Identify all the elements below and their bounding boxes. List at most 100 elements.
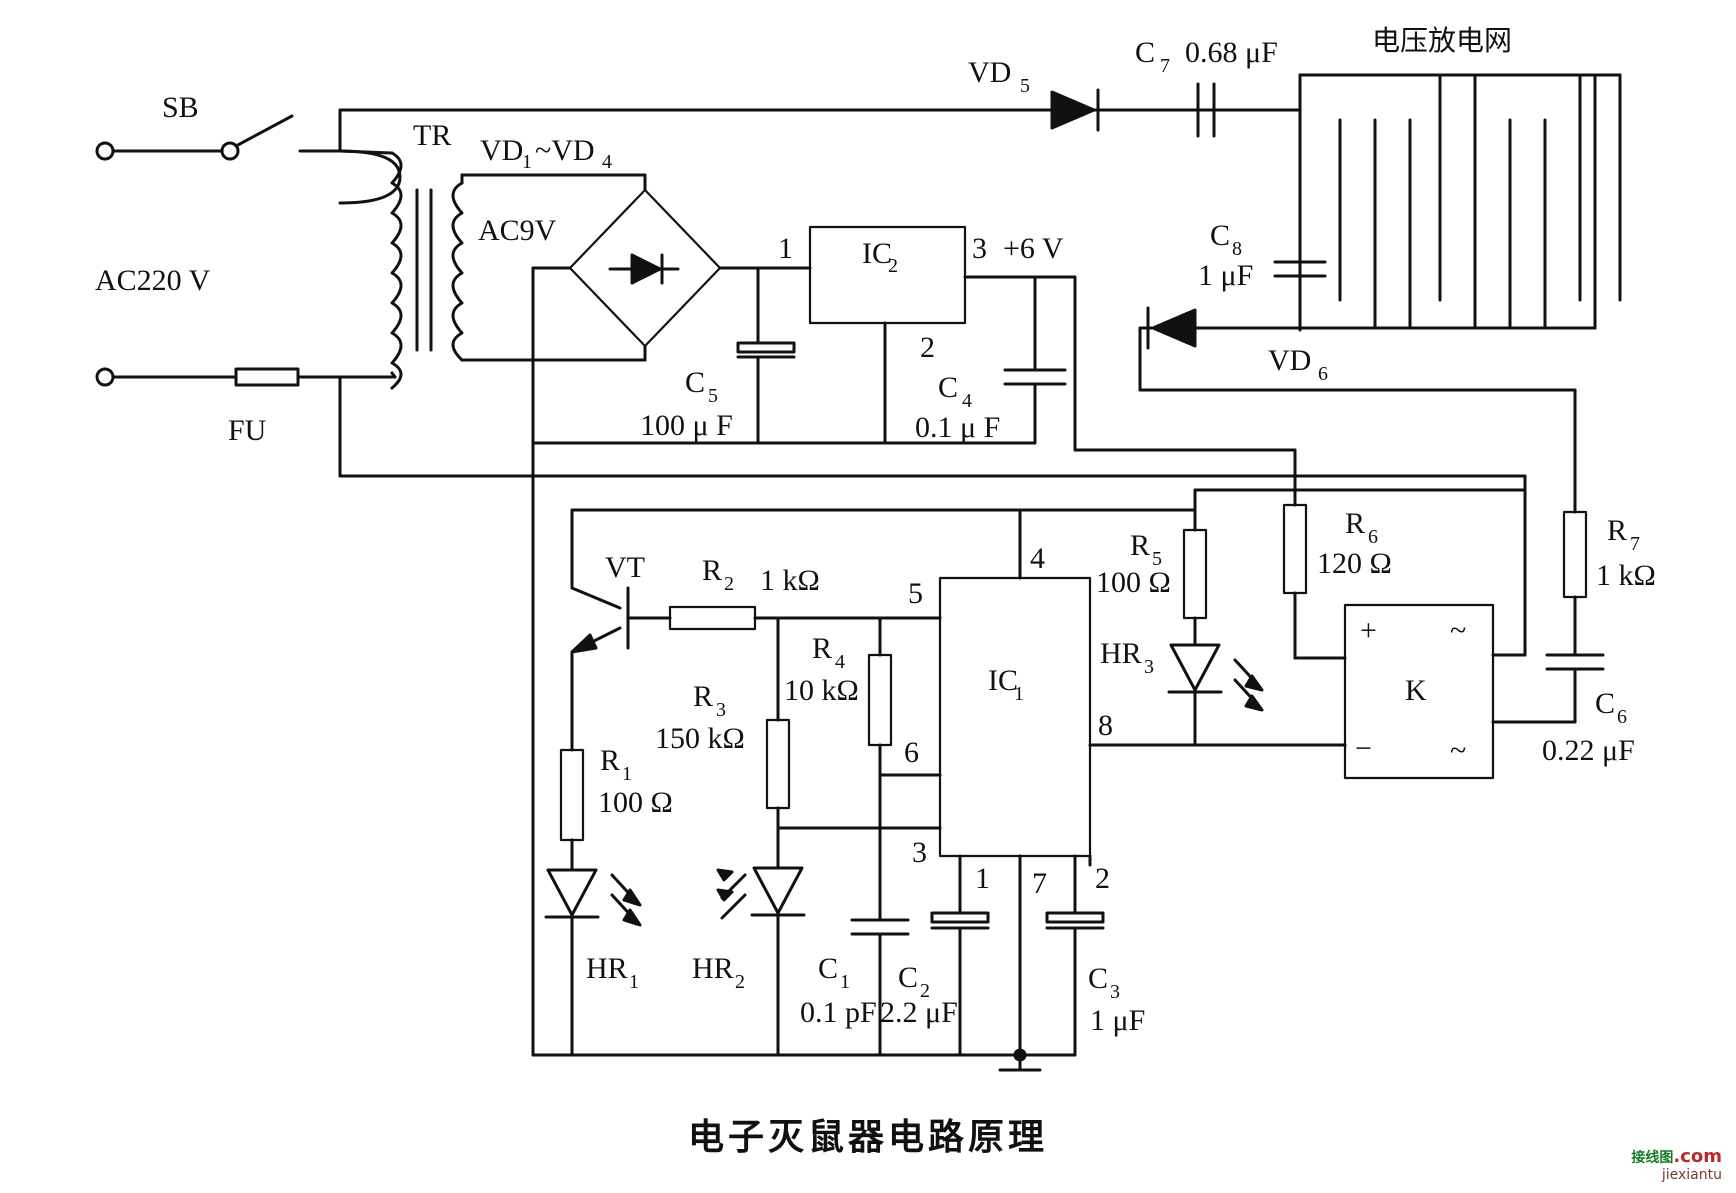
label-k-minus: − [1355,732,1372,765]
label-c6-sub: 6 [1617,706,1627,728]
transistor-vt [544,508,1197,1057]
label-k-plus: + [1360,614,1377,647]
resistor-r4-c1 [850,616,942,1057]
label-r4-val: 10 kΩ [784,674,859,707]
label-vd5: VD [968,56,1011,89]
label-c3-sub: 3 [1110,981,1120,1003]
label-r6-sub: 6 [1368,526,1378,548]
label-c8-val: 1 μF [1198,259,1253,292]
label-r7-val: 1 kΩ [1596,559,1656,592]
ground-bus [531,1048,1077,1072]
switch-pivot [220,141,240,161]
label-c3: C [1088,962,1108,995]
label-hr1-sub: 1 [629,971,639,993]
label-ic1-pin7: 7 [1032,867,1047,900]
watermark: 接线图.com jiexiantu [1631,1146,1722,1183]
label-c4-sub: 4 [962,390,972,412]
label-hr2: HR [692,952,734,985]
label-c5-val: 100 μ F [640,409,733,442]
label-ac220: AC220 V [95,264,211,297]
label-plus6v: +6 V [1003,232,1064,265]
label-ic2-pin1: 1 [778,232,793,265]
label-k: K [1405,674,1427,707]
regulator-ic2 [531,225,1297,452]
label-vd5-sub: 5 [1020,75,1030,97]
label-r4: R [812,632,832,665]
label-hr3-sub: 3 [1144,656,1154,678]
label-vd6: VD [1268,344,1311,377]
label-r4-sub: 4 [835,651,845,673]
label-r2-val: 1 kΩ [760,564,820,597]
watermark-brand: 接线图 [1631,1150,1674,1166]
label-network: 电压放电网 [1372,24,1512,57]
label-c1: C [818,952,838,985]
label-r5: R [1130,529,1150,562]
hv-output [1050,73,1622,392]
label-c6-val: 0.22 μF [1542,734,1635,767]
label-c4-val: 0.1 μ F [915,411,1000,444]
label-r6: R [1345,507,1365,540]
label-c5: C [685,366,705,399]
label-sb: SB [162,91,199,124]
label-vd6-sub: 6 [1318,363,1328,385]
label-r2-sub: 2 [724,573,734,595]
label-r1: R [600,744,620,777]
label-r1-sub: 1 [622,763,632,785]
fuse-fu [234,367,300,387]
watermark-com: .com [1673,1146,1722,1167]
label-r5-val: 100 Ω [1096,566,1171,599]
label-c4: C [938,371,958,404]
label-ic1-pin6: 6 [904,736,919,769]
label-vd1-sub: 1 [522,151,532,173]
resistor-r7-c6 [1545,388,1605,724]
label-hr1: HR [586,952,628,985]
label-r7-sub: 7 [1630,533,1640,555]
label-ic1: IC [988,664,1018,697]
terminal-bottom [95,367,115,387]
label-c7-val: 0.68 μF [1185,36,1278,69]
label-r3-sub: 3 [716,699,726,721]
label-ic1-sub: 1 [1014,683,1024,705]
label-ic1-pin3: 3 [912,836,927,869]
label-c5-sub: 5 [708,385,718,407]
label-r3: R [693,680,713,713]
label-k-tilde1: ~ [1450,614,1466,647]
label-c8-sub: 8 [1232,238,1242,260]
label-r6-val: 120 Ω [1317,547,1392,580]
resistor-r6-relay-k [1282,448,1577,780]
label-r2: R [702,554,722,587]
diagram-caption: 电子灭鼠器电路原理 [687,1117,1048,1158]
resistor-r2 [668,605,942,631]
label-c7-sub: 7 [1160,55,1170,77]
terminal-top [95,141,115,161]
watermark-domain: jiexiantu [1661,1167,1722,1183]
label-vd1: VD [480,134,523,167]
label-ic2-sub: 2 [888,255,898,277]
label-vt: VT [605,551,645,584]
label-vd4-sub: 4 [602,151,612,173]
label-hr3: HR [1100,637,1142,670]
label-ic2: IC [862,237,892,270]
label-c6: C [1595,687,1615,720]
label-ic1-pin5: 5 [908,577,923,610]
ic1 [930,508,1347,1057]
label-c7: C [1135,36,1155,69]
label-ic2-pin2: 2 [920,331,935,364]
mains-input [95,114,397,387]
label-c1-sub: 1 [840,971,850,993]
label-c3-val: 1 μF [1090,1004,1145,1037]
label-tr: TR [413,119,451,152]
label-k-tilde2: ~ [1450,734,1466,767]
label-ic2-pin3: 3 [972,232,987,265]
label-ic1-pin8: 8 [1098,709,1113,742]
label-r7: R [1607,514,1627,547]
resistor-r5-hr3 [1167,488,1527,747]
label-hr2-sub: 2 [735,971,745,993]
bridge-rectifier [531,173,812,1057]
switch-sb-blade [234,114,294,148]
label-c2: C [898,961,918,994]
label-ac9v: AC9V [478,214,557,247]
label-r3-val: 150 kΩ [655,722,745,755]
label-r1-val: 100 Ω [598,786,673,819]
